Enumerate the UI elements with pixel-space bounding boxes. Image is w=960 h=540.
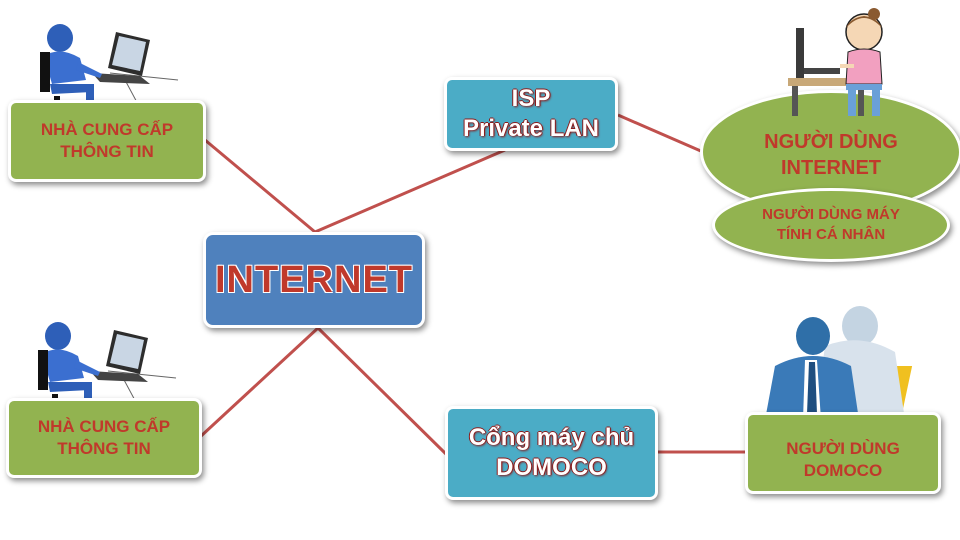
- connector-gateway: [316, 326, 449, 457]
- connector-provider-bottom: [198, 326, 320, 439]
- girl-at-computer-icon: [788, 8, 883, 116]
- isp-line2: Private LAN: [462, 115, 600, 142]
- domoco-user-line1: NGƯỜI DÙNG: [786, 439, 900, 458]
- domoco-user-line2: DOMOCO: [803, 461, 883, 480]
- internet-user-line2: INTERNET: [781, 157, 881, 179]
- user-at-computer-icon: [40, 24, 179, 110]
- pc-user-line2: TÍNH CÁ NHÂN: [776, 226, 886, 243]
- gateway-line1: Cổng máy chủ: [468, 424, 635, 451]
- internet-user-line1: NGƯỜI DÙNG: [764, 131, 898, 153]
- provider-top-line1: NHÀ CUNG CẤP: [40, 120, 174, 139]
- gateway-line2: DOMOCO: [496, 454, 607, 481]
- connector-isp-user: [617, 113, 711, 157]
- business-people-icon: [765, 306, 913, 420]
- pc-user-ellipse[interactable]: NGƯỜI DÙNG MÁY TÍNH CÁ NHÂN: [712, 188, 950, 262]
- internet-node[interactable]: INTERNET: [203, 232, 425, 328]
- provider-top-line2: THÔNG TIN: [60, 142, 154, 161]
- gateway-node[interactable]: Cổng máy chủ DOMOCO: [445, 406, 658, 500]
- connector-provider-top: [204, 138, 316, 234]
- provider-box-bottom[interactable]: NHÀ CUNG CẤP THÔNG TIN: [6, 398, 202, 478]
- internet-label: INTERNET: [215, 258, 413, 301]
- user-at-computer-icon: [38, 322, 177, 408]
- domoco-user-box[interactable]: NGƯỜI DÙNG DOMOCO: [745, 412, 941, 494]
- connector-isp: [314, 148, 506, 234]
- isp-line1: ISP: [511, 85, 551, 112]
- provider-bottom-line1: NHÀ CUNG CẤP: [37, 417, 171, 436]
- pc-user-line1: NGƯỜI DÙNG MÁY: [762, 206, 900, 223]
- provider-box-top[interactable]: NHÀ CUNG CẤP THÔNG TIN: [8, 100, 206, 182]
- isp-node[interactable]: ISP Private LAN: [444, 77, 618, 151]
- provider-bottom-line2: THÔNG TIN: [57, 439, 151, 458]
